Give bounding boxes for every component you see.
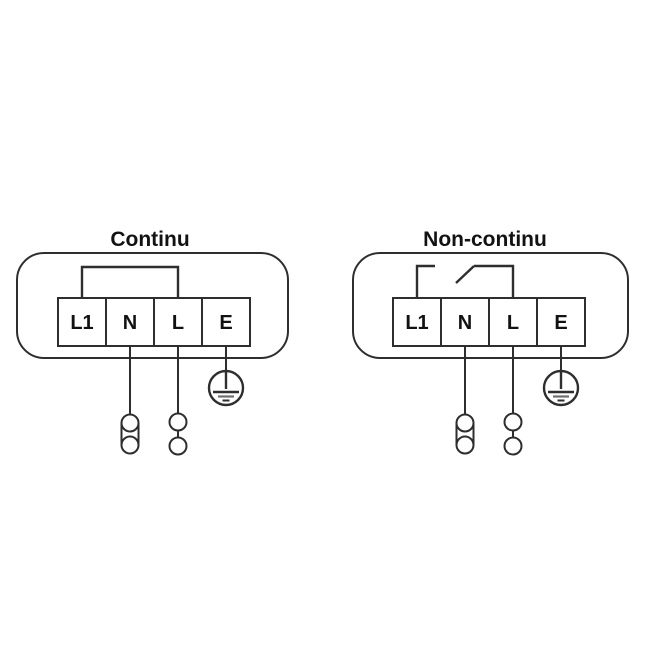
line-connector-icon <box>168 412 188 456</box>
terminal-label-l: L <box>507 312 519 334</box>
line-connector-icon <box>503 412 523 456</box>
terminal-label-l1: L1 <box>70 312 93 334</box>
terminal-label-n: N <box>458 312 472 334</box>
terminal-box-e <box>201 297 251 347</box>
diagram-continu: Continu L1 N L E <box>16 228 289 456</box>
terminal-label-l: L <box>172 312 184 334</box>
diagram-title: Non-continu <box>423 228 547 251</box>
device-enclosure <box>16 252 289 359</box>
terminal-label-l1: L1 <box>405 312 428 334</box>
neutral-connector-icon <box>120 413 140 455</box>
terminal-box-l1 <box>57 297 107 347</box>
terminal-label-n: N <box>123 312 137 334</box>
jumper-wire-icon <box>80 265 180 298</box>
earth-ground-icon <box>207 369 245 407</box>
open-switch-wire-icon <box>415 264 515 298</box>
terminal-label-e: E <box>219 312 232 334</box>
device-enclosure <box>352 252 629 359</box>
earth-ground-icon <box>542 369 580 407</box>
terminal-box-e <box>536 297 586 347</box>
terminal-label-e: E <box>554 312 567 334</box>
terminal-box-n <box>440 297 490 347</box>
diagram-non-continu: Non-continu L1 N L E <box>352 228 629 456</box>
diagram-title: Continu <box>110 228 189 251</box>
neutral-connector-icon <box>455 413 475 455</box>
terminal-box-l1 <box>392 297 442 347</box>
